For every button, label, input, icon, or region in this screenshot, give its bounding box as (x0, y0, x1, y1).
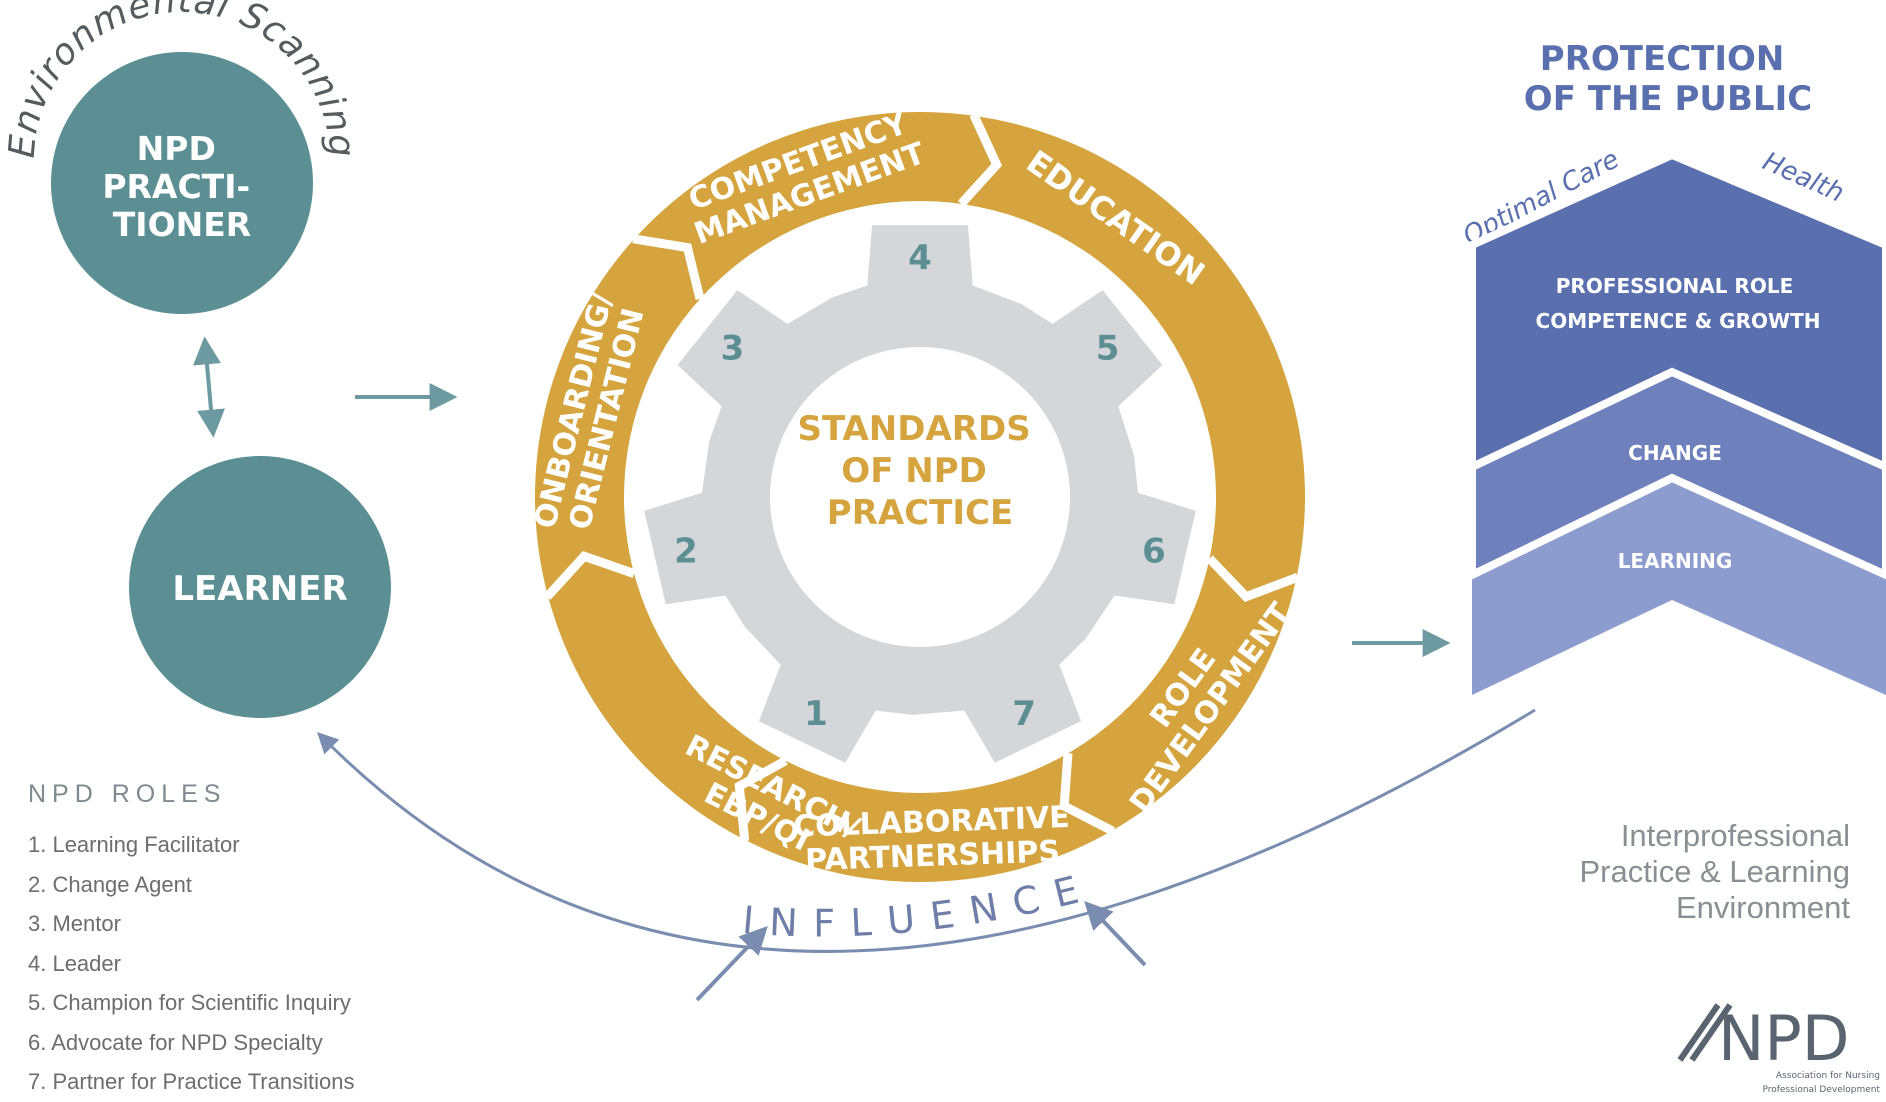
influence-arrow-right (1084, 900, 1147, 967)
npd-role-item: 6. Advocate for NPD Specialty (28, 1029, 323, 1055)
npd-role-item: 1. Learning Facilitator (28, 832, 240, 857)
protection-of-public-title: PROTECTION OF THE PUBLIC (1524, 39, 1812, 119)
npd-role-item: 2. Change Agent (28, 871, 192, 897)
tier-professional-role (1468, 150, 1886, 474)
npd-role-item: 3. Mentor (28, 911, 121, 936)
environment-line: Practice & Learning (1579, 854, 1850, 889)
npd-roles-title: NPD ROLES (28, 780, 227, 808)
standards-center-label: STANDARDS OF NPD PRACTICE (797, 409, 1042, 533)
tier-change-label: CHANGE (1628, 441, 1722, 465)
npd-practitioner-node (51, 52, 313, 314)
npd-role-item: 5. Champion for Scientific Inquiry (28, 990, 351, 1015)
anpd-logo-text: NPD (1718, 1002, 1850, 1075)
wheel-segment-label: COLLABORATIVEPARTNERSHIPS (792, 800, 1071, 879)
segment-divider (543, 550, 636, 600)
gear-center (770, 347, 1070, 647)
segment-divider (632, 234, 705, 301)
npd-practitioner-label: NPD PRACTI- TIONER (102, 129, 261, 244)
segment-divider (957, 112, 1003, 207)
environment-line: Environment (1675, 890, 1850, 925)
wheel-segment-dividers (543, 112, 1300, 842)
npd-role-item: 4. Leader (28, 950, 121, 976)
gear-number: 4 (908, 238, 932, 278)
learner-node (129, 456, 391, 718)
gear-number: 3 (721, 328, 745, 368)
anpd-logo-subtitle: Association for Nursing (1776, 1071, 1880, 1081)
influence-arc (317, 708, 1536, 953)
practitioner-learner-arrow (193, 336, 225, 438)
npd-role-item: 7. Partner for Practice Transitions (28, 1069, 355, 1094)
gear-numbers: 4 5 6 7 1 2 3 (674, 238, 1166, 734)
influence-arrow-left (695, 925, 768, 1002)
learner-label: LEARNER (172, 569, 347, 609)
gear-number: 7 (1012, 694, 1036, 734)
anpd-logo-subtitle-2: Professional Development (1762, 1085, 1880, 1095)
environment-label: Interprofessional Practice & Learning En… (1430, 818, 1850, 926)
tier-professional-role-label: PROFESSIONAL ROLE COMPETENCE & GROWTH (1536, 274, 1821, 333)
segment-divider (1206, 555, 1300, 602)
tier-learning-label: LEARNING (1618, 549, 1733, 573)
gear-number: 2 (674, 531, 698, 571)
segment-divider (1059, 753, 1116, 836)
gear-number: 6 (1142, 531, 1166, 571)
gear-number: 1 (804, 694, 828, 734)
npd-roles-list: 1. Learning Facilitator 2. Change Agent 3.… (28, 825, 508, 1102)
gear-number: 5 (1096, 328, 1120, 368)
environment-line: Interprofessional (1620, 818, 1850, 853)
npd-roles-legend: NPD ROLES 1. Learning Facilitator 2. Chan… (28, 780, 508, 1102)
segment-divider (734, 756, 788, 842)
anpd-logo: NPD Association for Nursing Professional… (1677, 1002, 1880, 1095)
